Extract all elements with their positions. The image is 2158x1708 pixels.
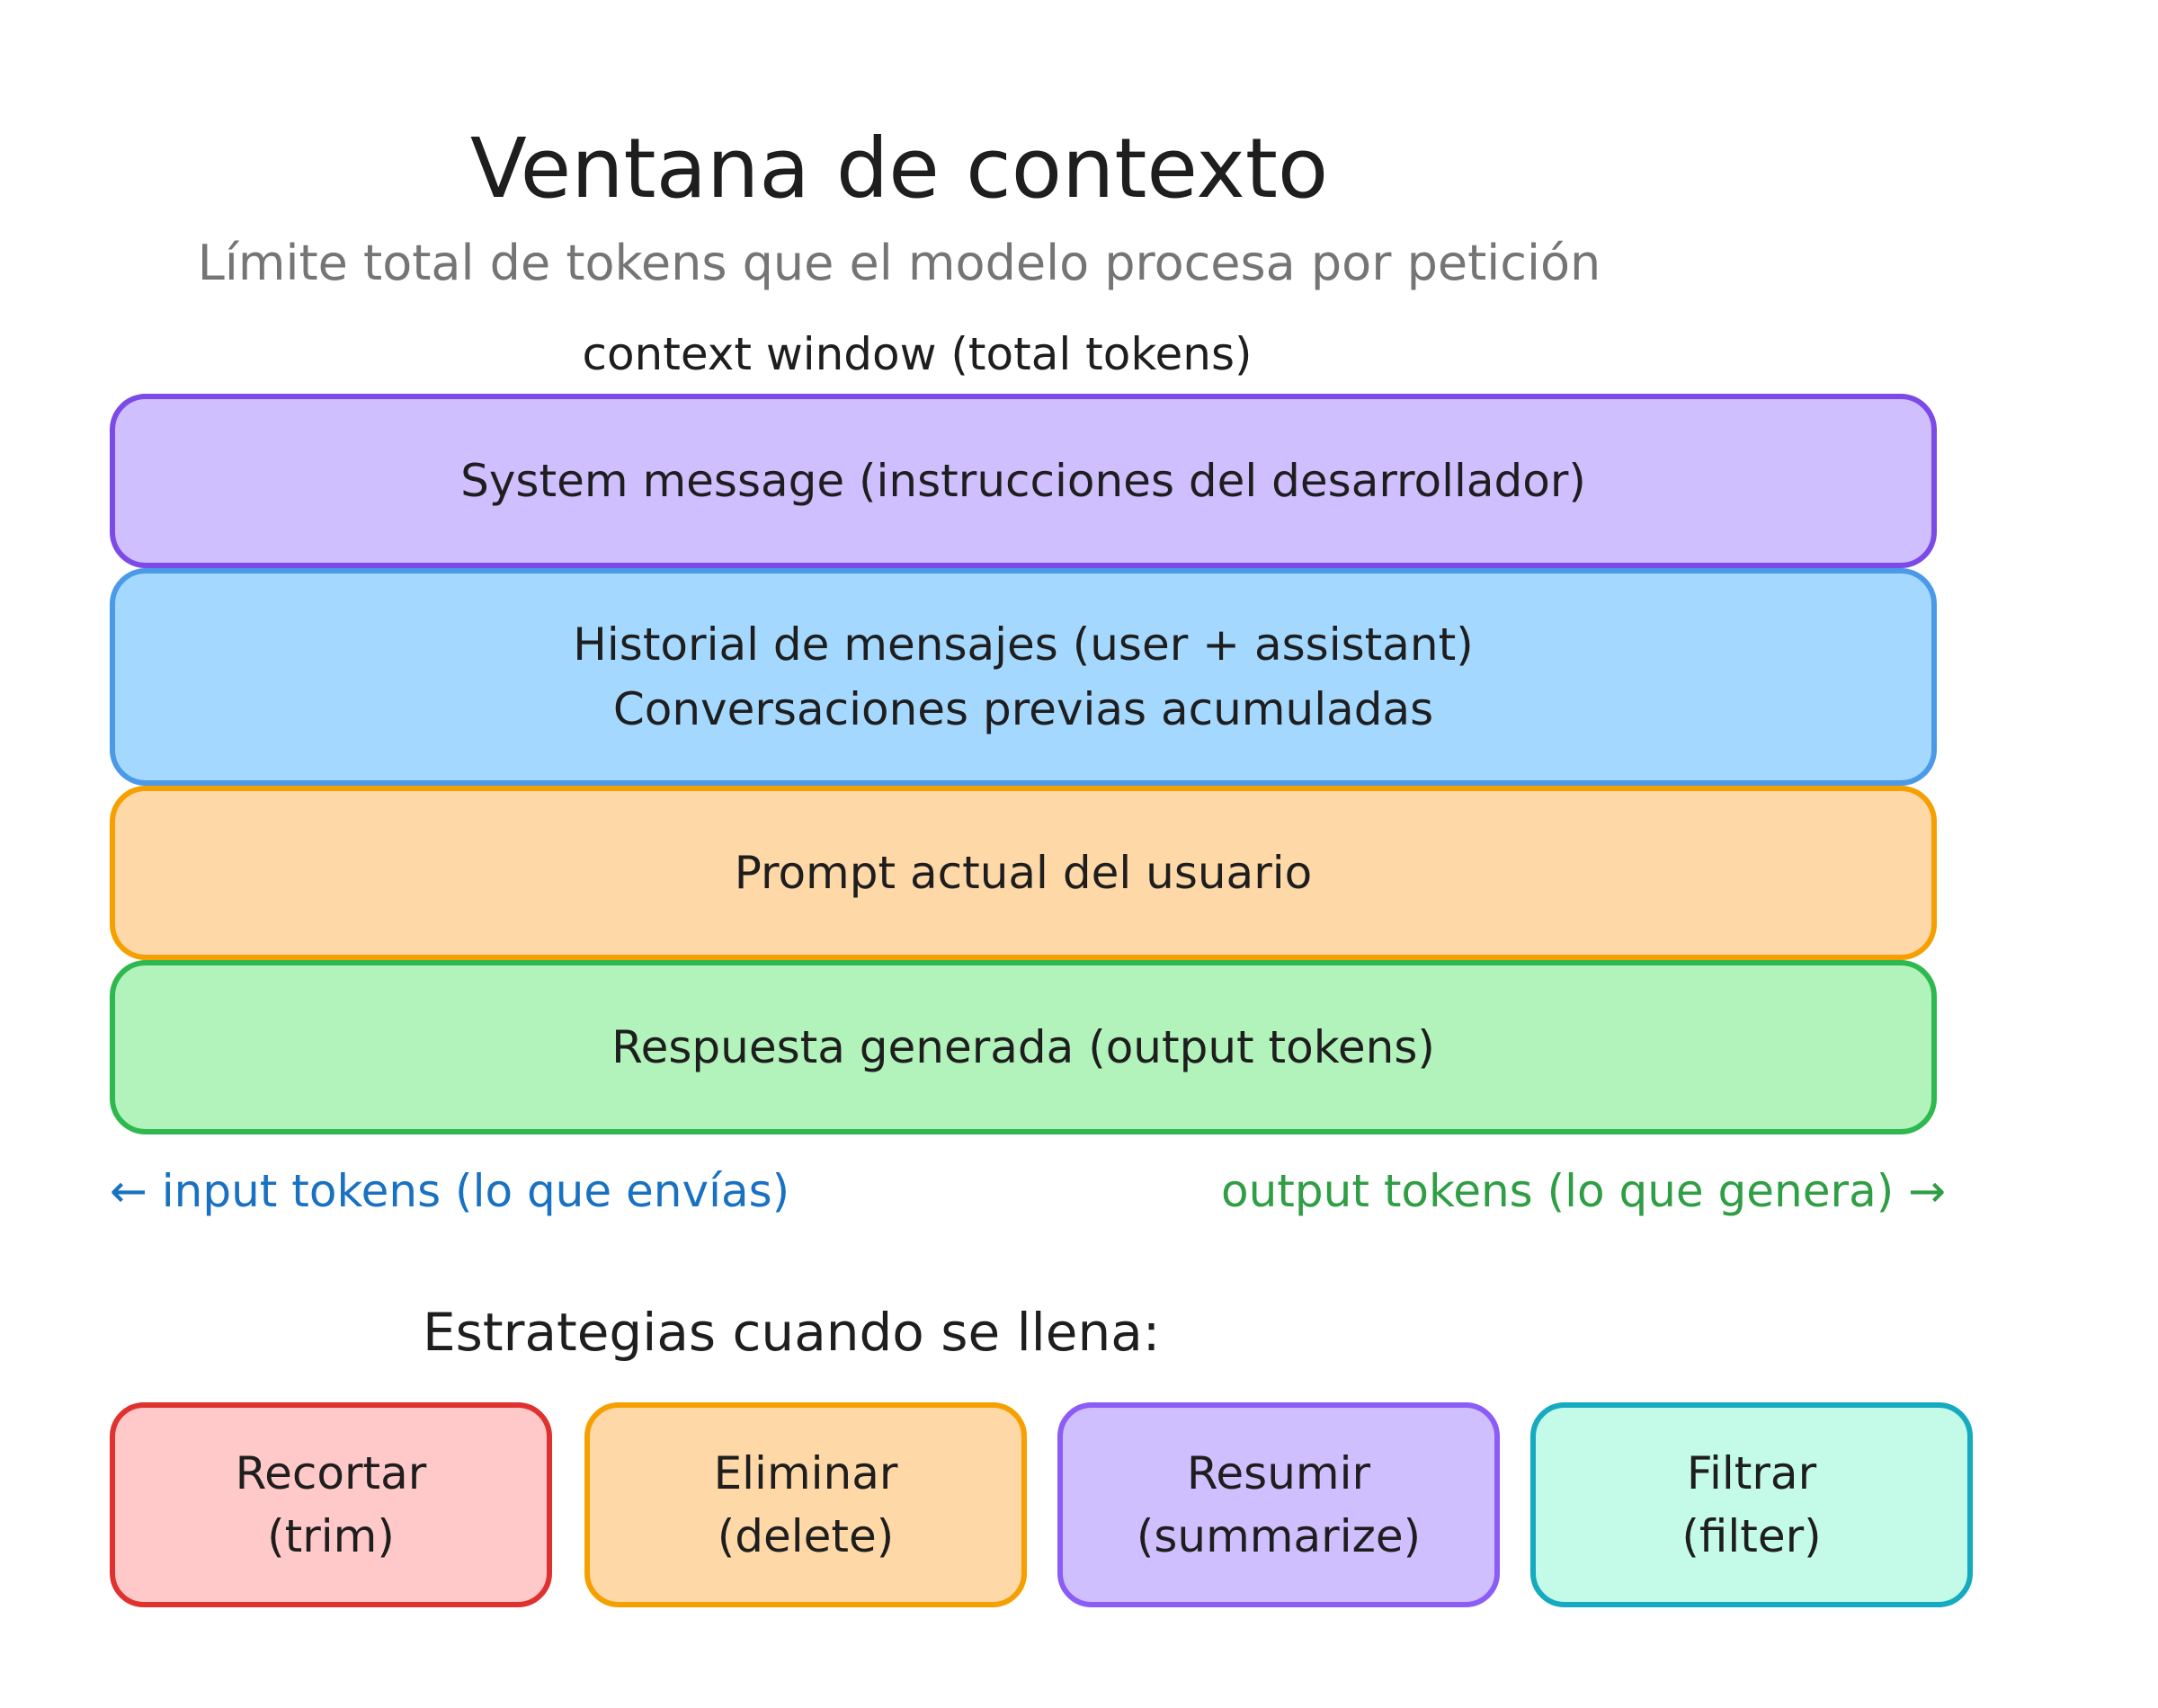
strategy-english-name: (trim) — [267, 1510, 395, 1562]
diagram-title: Ventana de contexto — [469, 120, 1329, 217]
strategy-card-summarize: Resumir (summarize) — [1057, 1402, 1500, 1607]
strategy-card-delete: Eliminar (delete) — [584, 1402, 1027, 1607]
strategy-card-filter: Filtrar (filter) — [1530, 1402, 1973, 1607]
layer-user-prompt: Prompt actual del usuario — [110, 786, 1937, 960]
strategy-english-name: (summarize) — [1136, 1510, 1422, 1562]
strategy-name: Filtrar — [1686, 1447, 1817, 1499]
strategy-english-name: (filter) — [1681, 1510, 1822, 1562]
context-window-label: context window (total tokens) — [582, 328, 1253, 380]
strategy-card-trim: Recortar (trim) — [110, 1402, 552, 1607]
input-tokens-note: ← input tokens (lo que envías) — [110, 1165, 790, 1217]
layer-user-prompt-text: Prompt actual del usuario — [734, 847, 1313, 899]
strategy-name: Eliminar — [713, 1447, 898, 1499]
layer-generated-response-text: Respuesta generada (output tokens) — [611, 1021, 1435, 1073]
strategy-name: Recortar — [235, 1447, 427, 1499]
output-tokens-note: output tokens (lo que genera) → — [1221, 1165, 1946, 1217]
layer-system-message-text: System message (instrucciones del desarr… — [460, 455, 1586, 507]
layer-generated-response: Respuesta generada (output tokens) — [110, 960, 1937, 1134]
strategy-name: Resumir — [1186, 1447, 1371, 1499]
layer-message-history-subtext: Conversaciones previas acumuladas — [612, 683, 1434, 735]
layer-message-history: Historial de mensajes (user + assistant)… — [110, 568, 1937, 786]
strategies-heading: Estrategias cuando se llena: — [423, 1302, 1161, 1363]
strategy-english-name: (delete) — [717, 1510, 895, 1562]
layer-message-history-text: Historial de mensajes (user + assistant) — [573, 618, 1474, 671]
layer-system-message: System message (instrucciones del desarr… — [110, 394, 1937, 568]
diagram-subtitle: Límite total de tokens que el modelo pro… — [197, 235, 1601, 291]
